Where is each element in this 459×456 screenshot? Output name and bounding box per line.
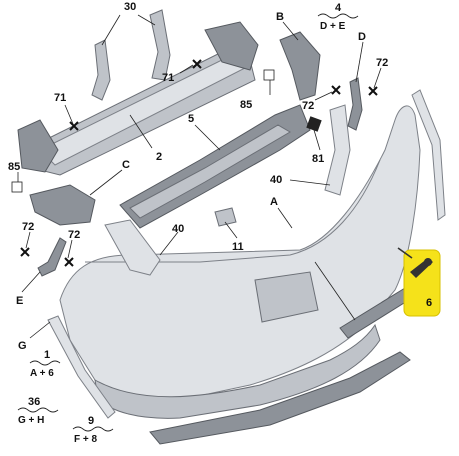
callout-G: G <box>18 340 27 352</box>
callout-C: C <box>122 159 130 171</box>
side-molding-g <box>47 315 116 419</box>
callout-4-sub: D + E <box>320 21 346 32</box>
license-plate-recess <box>254 271 319 323</box>
leader-72l2 <box>67 239 73 259</box>
sensor-6-pin <box>397 247 413 259</box>
side-strip-e <box>37 237 67 277</box>
leader-30b <box>137 14 156 26</box>
callout-2: 2 <box>156 151 162 163</box>
callout-D: D <box>358 31 366 43</box>
beam-face <box>39 54 246 166</box>
leader-11 <box>224 221 238 239</box>
callout-9-sub: F + 8 <box>74 434 98 445</box>
callout-71-upper: 71 <box>162 72 174 84</box>
callout-A: A <box>270 196 278 208</box>
leader-2 <box>129 114 153 149</box>
fastener-x-71-upper <box>192 59 202 69</box>
rail-30-right <box>149 9 171 81</box>
leader-D <box>355 41 364 83</box>
beam-bracket-left <box>17 119 59 173</box>
callout-1: 1 <box>44 349 50 361</box>
fastener-x-72-top-right <box>368 86 378 96</box>
callout-72-top-right: 72 <box>376 57 388 69</box>
callout-5: 5 <box>188 113 194 125</box>
callout-72-left2: 72 <box>68 229 80 241</box>
center-support-inner <box>129 124 291 219</box>
bumper-lower-band <box>94 323 381 419</box>
fastener-x-72-left2 <box>64 257 74 267</box>
leader-G <box>29 321 51 339</box>
callout-72-left: 72 <box>22 221 34 233</box>
fastener-x-71-left <box>69 121 79 131</box>
callout-40-right: 40 <box>270 174 282 186</box>
callout-85-right: 85 <box>240 99 252 111</box>
callout-36: 36 <box>28 396 40 408</box>
leader-72m <box>314 91 333 101</box>
side-strip-d <box>347 77 363 131</box>
callout-9: 9 <box>88 415 94 427</box>
side-part-40-left <box>104 219 161 276</box>
part-81 <box>306 116 322 132</box>
leader-A <box>277 207 293 229</box>
callout-85-left: 85 <box>8 161 20 173</box>
sensor-6-head <box>424 258 432 266</box>
beam-bracket-right <box>204 21 259 71</box>
callout-81: 81 <box>312 153 324 165</box>
leader-71l <box>64 104 74 125</box>
callout-1-sub: A + 6 <box>30 368 54 379</box>
leader-71u <box>179 64 194 74</box>
leader-B <box>282 21 299 41</box>
bumper-top-edge <box>85 159 381 263</box>
leader-40l <box>159 231 179 256</box>
callout-30: 30 <box>124 1 136 13</box>
side-bracket-b <box>279 31 321 101</box>
leader-C <box>89 169 123 196</box>
leader-5 <box>194 124 221 151</box>
highlight-part-6 <box>403 249 441 317</box>
part-85-left-marker <box>11 181 23 193</box>
callout-4-wave <box>317 13 359 19</box>
leader-81 <box>313 129 321 151</box>
side-part-40-right <box>324 104 351 196</box>
callout-B: B <box>276 11 284 23</box>
leader-E <box>21 271 41 293</box>
leader-40r <box>289 179 331 186</box>
side-molding-h <box>411 89 446 221</box>
leader-72tr <box>373 67 382 89</box>
leader-30a <box>101 14 121 46</box>
leader-A-bumper <box>314 261 356 321</box>
lower-diffuser <box>149 351 411 445</box>
rail-30-left <box>91 39 111 101</box>
part-85-right-marker <box>263 69 275 81</box>
callout-71-left: 71 <box>54 92 66 104</box>
fastener-x-72-left <box>20 247 30 257</box>
callout-E: E <box>16 295 23 307</box>
callout-4: 4 <box>335 2 342 14</box>
callout-6: 6 <box>426 297 432 309</box>
clip-11 <box>214 207 237 227</box>
callout-36-wave <box>17 407 59 413</box>
callout-72-mid: 72 <box>302 100 314 112</box>
callout-36-sub: G + H <box>18 415 44 426</box>
callout-40-left: 40 <box>172 223 184 235</box>
callout-9-wave <box>72 426 114 432</box>
fastener-x-72-mid <box>331 85 341 95</box>
leader-72l <box>25 231 31 249</box>
callout-1-wave <box>29 360 61 366</box>
side-bracket-c <box>29 184 96 226</box>
callout-11: 11 <box>232 241 244 253</box>
